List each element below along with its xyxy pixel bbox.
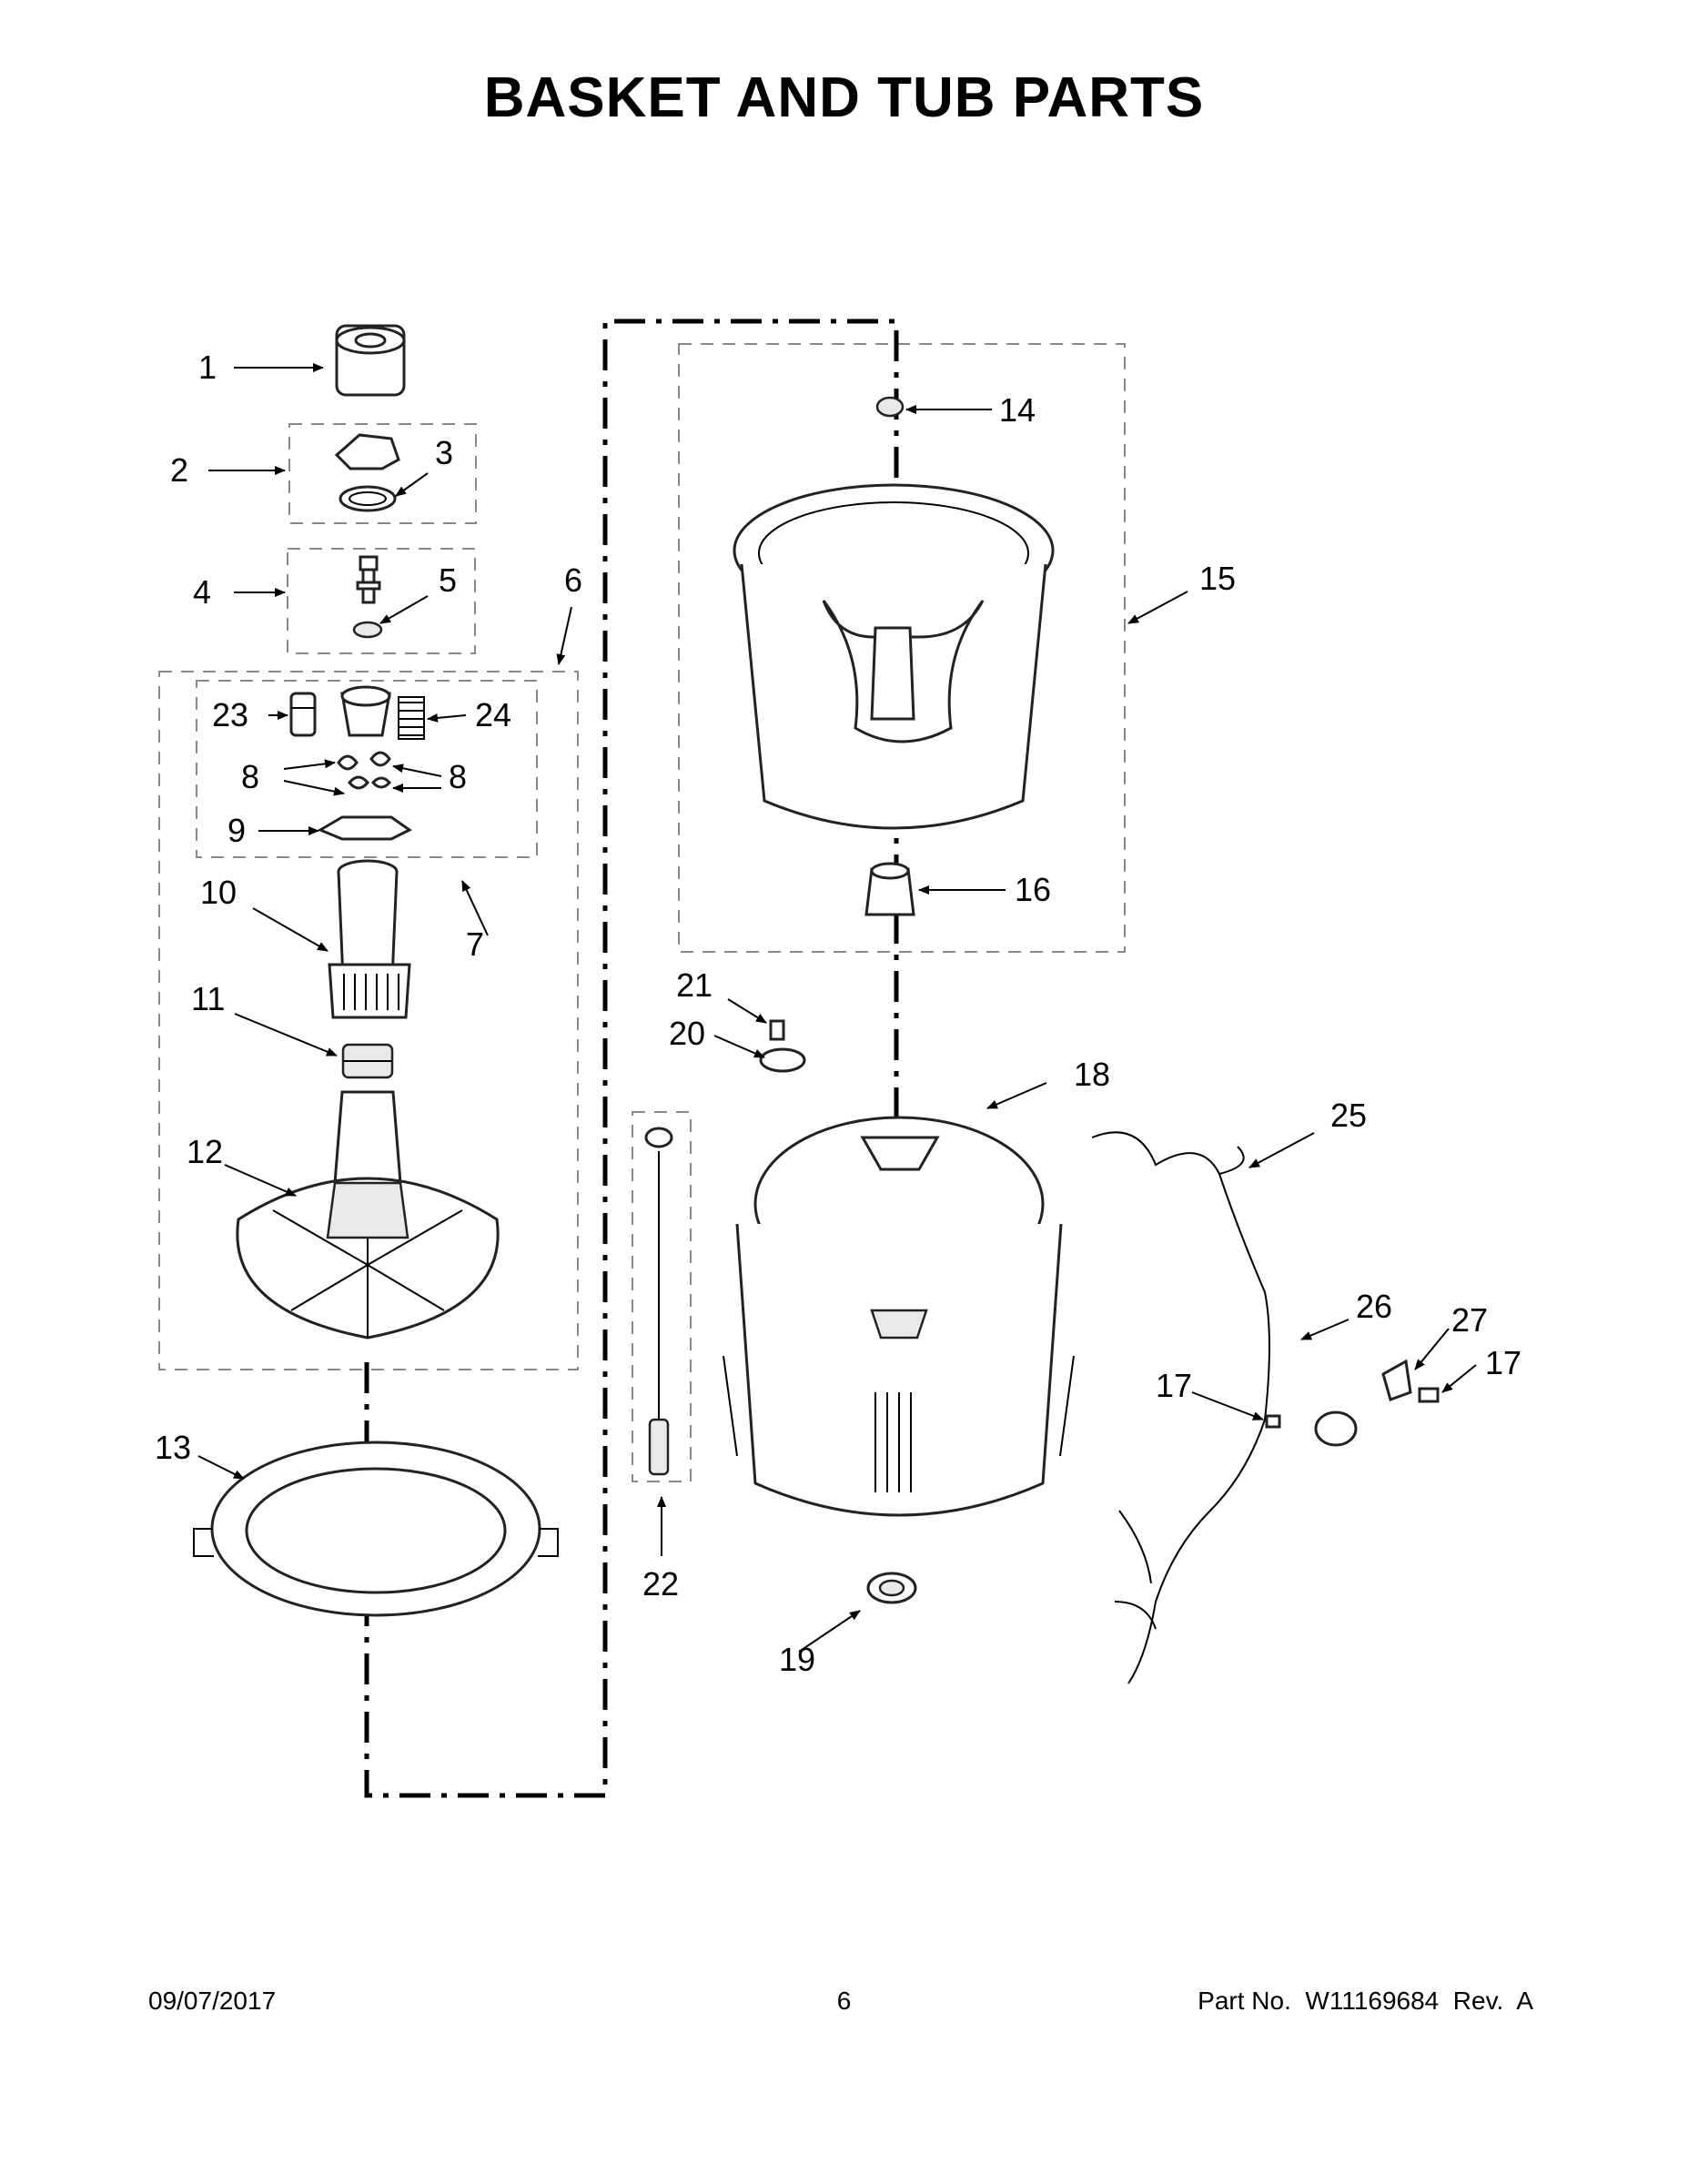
- callout-17-left: 17: [1156, 1367, 1192, 1404]
- callout-9: 9: [227, 812, 246, 849]
- part-9-plate: [317, 815, 412, 841]
- callout-19: 19: [779, 1641, 815, 1678]
- page-title: BASKET AND TUB PARTS: [483, 66, 1205, 129]
- group-box-15: [678, 343, 1126, 953]
- callout-21: 21: [676, 966, 713, 1004]
- callout-23: 23: [212, 696, 248, 733]
- footer-page-number: 6: [836, 1987, 852, 2015]
- callout-18: 18: [1074, 1056, 1110, 1093]
- group-box-4: [287, 548, 476, 654]
- callout-22: 22: [642, 1565, 679, 1603]
- part-4-bolt: [356, 555, 381, 604]
- leader-arrows: [197, 363, 1477, 1653]
- callout-numbers: 1 2 3 4 5 6 7 8 8 9 10 11 12 13 14 15 16…: [155, 349, 1521, 1678]
- callout-11: 11: [191, 980, 225, 1017]
- callout-17-right: 17: [1485, 1344, 1521, 1381]
- part-19-seal: [866, 1572, 917, 1604]
- group-boxes: [158, 343, 1126, 1482]
- callout-5: 5: [439, 561, 457, 599]
- part-15-basket: [733, 483, 1055, 830]
- callout-20: 20: [669, 1015, 705, 1052]
- callout-2: 2: [170, 451, 188, 489]
- group-box-22: [632, 1111, 692, 1482]
- group-box-2: [288, 423, 477, 524]
- callout-8-left: 8: [241, 758, 259, 795]
- callout-12: 12: [187, 1133, 223, 1170]
- footer-part-number: Part No. W11169684 Rev. A: [1198, 1987, 1533, 2015]
- part-16-hub: [864, 862, 915, 916]
- part-20-bracket: [759, 1047, 806, 1073]
- callout-3: 3: [435, 434, 453, 471]
- group-box-6: [158, 671, 579, 1370]
- callout-13: 13: [155, 1429, 191, 1466]
- footer-date: 09/07/2017: [148, 1987, 277, 2015]
- part-26-ring: [1314, 1410, 1358, 1447]
- part-11-coupler: [341, 1043, 394, 1079]
- part-23-plug: [289, 692, 317, 737]
- part-27-clip: [1381, 1359, 1412, 1401]
- part-8-clips: [337, 751, 392, 790]
- callout-7: 7: [466, 925, 484, 963]
- part-drive-block: [340, 685, 391, 737]
- part-22-rod: [644, 1127, 673, 1476]
- group-box-7: [196, 680, 538, 858]
- callout-24: 24: [475, 696, 511, 733]
- callout-10: 10: [200, 874, 237, 911]
- callout-6: 6: [564, 561, 582, 599]
- part-21-screw: [769, 1019, 785, 1041]
- callout-16: 16: [1015, 871, 1051, 908]
- part-25-wire-harness: [1091, 1131, 1270, 1684]
- callout-27: 27: [1451, 1301, 1488, 1339]
- part-12-impeller: [236, 1090, 500, 1340]
- part-5-washer: [352, 621, 383, 639]
- part-18-tub: [723, 1116, 1075, 1517]
- callout-26: 26: [1356, 1288, 1392, 1325]
- part-1-cap: [335, 324, 406, 397]
- callout-8-right: 8: [449, 758, 467, 795]
- callout-15: 15: [1199, 560, 1236, 597]
- part-17-screw: [1265, 1387, 1440, 1429]
- part-10-tube: [328, 859, 411, 1019]
- part-3-seal-ring: [339, 485, 397, 512]
- part-24-spring: [398, 696, 425, 740]
- callout-4: 4: [193, 573, 211, 611]
- part-13-ring: [193, 1441, 559, 1617]
- callout-25: 25: [1330, 1097, 1367, 1134]
- chain-line-left: [364, 318, 899, 1798]
- part-2-cover: [334, 433, 400, 470]
- part-14-bushing: [875, 396, 905, 418]
- callout-14: 14: [999, 391, 1036, 429]
- callout-1: 1: [198, 349, 217, 386]
